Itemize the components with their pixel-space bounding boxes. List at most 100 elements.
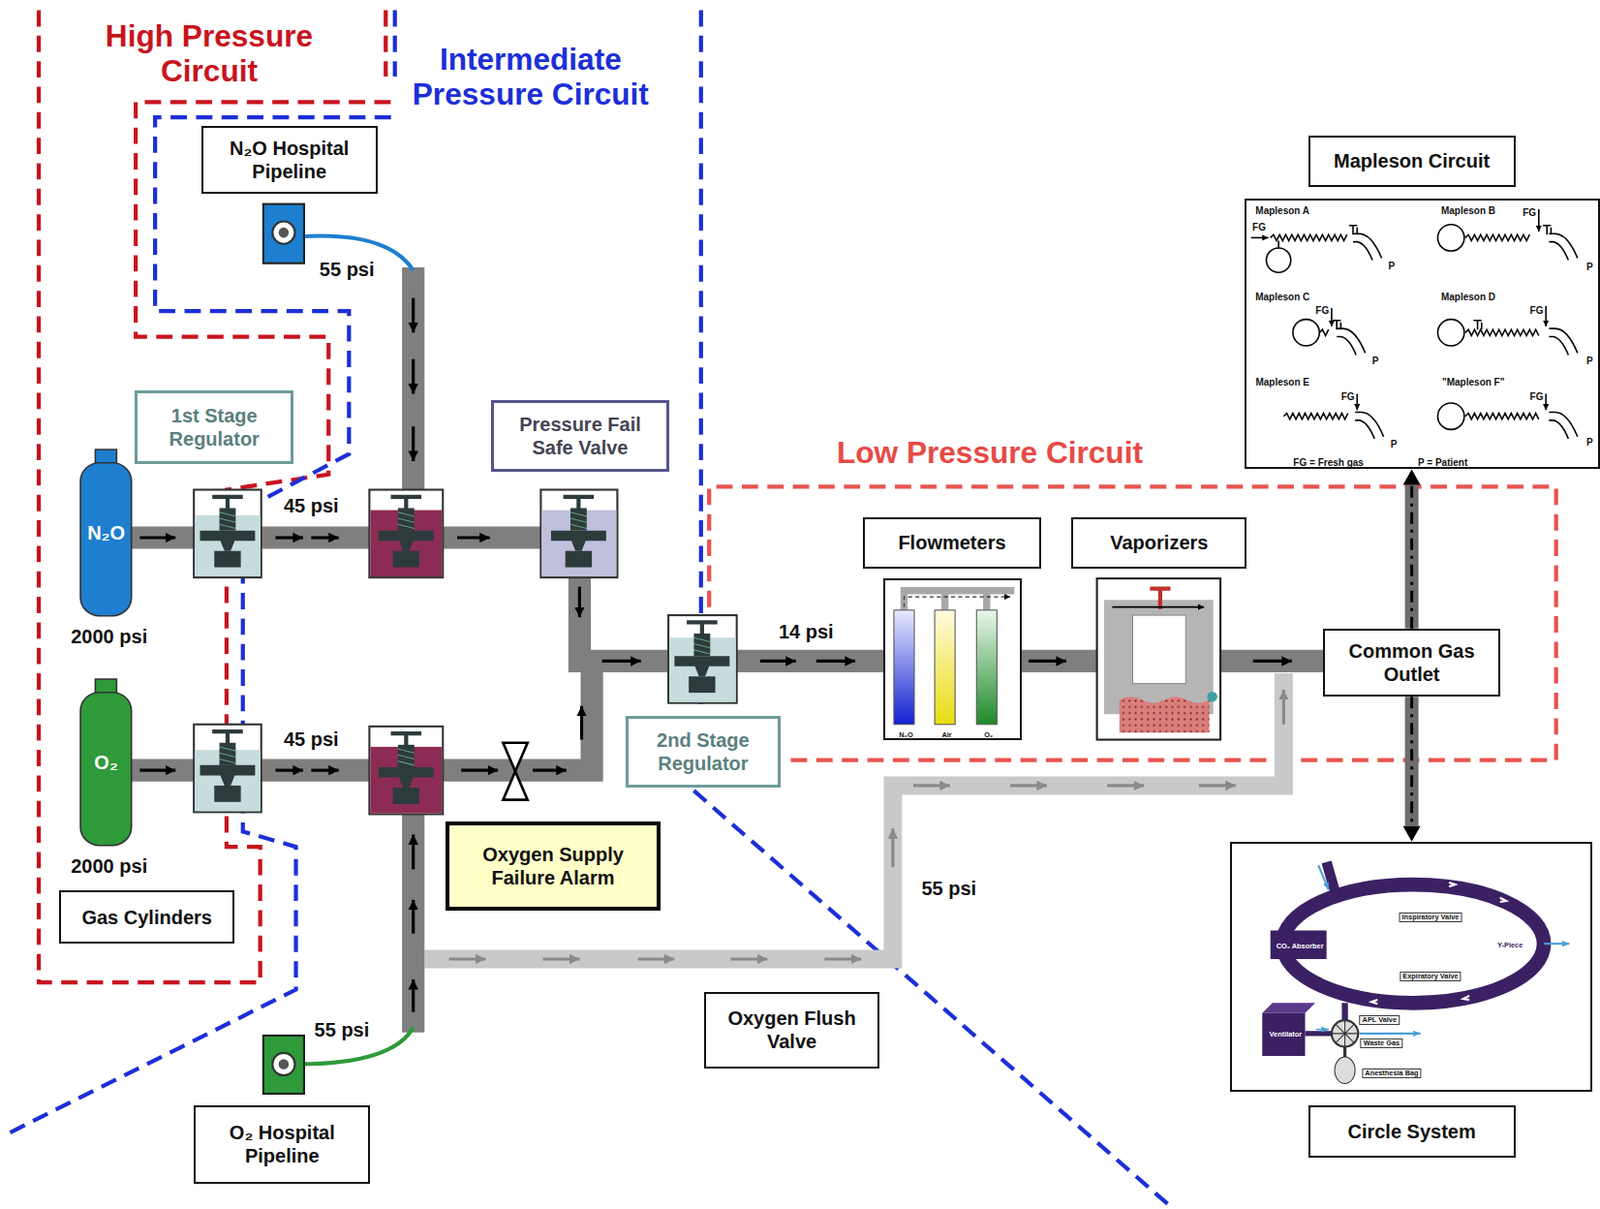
pressure-value: 14 psi [778,620,834,644]
part-label: Inspiratory Valve [1399,912,1463,923]
flow-arrow [532,769,567,772]
region-title: Intermediate Pressure Circuit [407,41,653,113]
mapleson-drawing [1292,319,1320,346]
label-box: Flowmeters [862,517,1041,569]
label-box: Circle System [1308,1105,1516,1159]
flow-arrow [411,833,415,869]
part-label: P = Patient [1417,458,1468,469]
flow-arrow [580,706,584,740]
region-title: High Pressure Circuit [76,17,342,89]
flush-arrow [1010,783,1047,787]
regulator-valve [551,496,607,568]
label-box: Mapleson Circuit [1308,135,1516,187]
mapleson-drawing [1251,209,1578,439]
regulator-valve [200,496,256,568]
gas-pipe [130,267,1327,1033]
illustration-panel: Mapleson AFGPMapleson BFGPMapleson CFGPM… [1244,198,1600,469]
regulator-valve [200,731,256,802]
vaporizer-drawing [1097,578,1221,739]
part-label: Ventilator [1269,1030,1303,1039]
flowmeter-drawing [893,610,915,725]
part-label: P [1372,355,1380,367]
pressure-value: 55 psi [921,878,977,901]
circle-system-drawing [1318,864,1329,890]
flow-arrow [602,659,642,663]
gas-outflow-connector [1403,696,1421,842]
illustration-panel: CO₂ AbsorberInspiratory ValveY-PieceExpi… [1230,841,1593,1092]
node-text: N₂O [87,521,125,545]
flow-arrow [1253,659,1293,663]
part-label: APL Valve [1359,1015,1400,1025]
flow-arrow [411,899,415,934]
part-label: Mapleson A [1255,205,1310,216]
mapleson-drawing [1437,224,1464,251]
flush-arrow [824,956,862,960]
flow-arrow [760,659,797,663]
gas-cylinder: N₂O [79,448,133,617]
part-label: P [1388,260,1396,272]
mapleson-drawing [1319,329,1328,336]
flowmeter-drawing [934,610,955,725]
node-text: Common Gas Outlet [1332,639,1490,686]
gas-outflow-connector [1405,696,1419,827]
gas-pipe [130,267,1327,1033]
gas-outflow-connector [1403,468,1421,628]
pressure-value: 45 psi [283,728,339,751]
part-label: P [1586,355,1594,367]
flow-arrow [411,979,415,1013]
part-label: FG [1341,391,1355,402]
label-box: O₂ Hospital Pipeline [193,1105,370,1184]
part-label: "Mapleson F" [1442,376,1506,388]
mapleson-drawing [1251,237,1269,240]
circle-system-drawing [1343,1046,1347,1058]
mapleson-drawing [1355,394,1358,411]
part-label: CO₂ Absorber [1276,942,1324,951]
mapleson-drawing [1548,328,1578,355]
node-text: O₂ [93,750,118,774]
node-text: Flowmeters [897,530,1006,554]
gas-outflow-connector [1410,484,1414,628]
flush-arrow [1282,689,1286,725]
node-text: Oxygen Supply Failure Alarm [457,842,648,890]
circle-system-drawing [1331,1019,1358,1047]
mapleson-drawing [1465,329,1539,336]
part-label: P [1586,261,1594,273]
pipeline-outlet [263,204,414,1094]
pressure-value: 2000 psi [70,626,148,649]
part-label: Waste Gas [1360,1038,1403,1048]
circle-system-drawing [1270,929,1327,958]
vaporizer-drawing [1119,696,1210,733]
pressure-region-outline [10,10,1557,1209]
part-label: Mapleson B [1441,205,1496,216]
flush-arrow [637,956,675,960]
regulator-valve [369,490,443,579]
flow-arrow [275,769,303,772]
mapleson-drawing [1544,306,1547,327]
gas-cylinder: O₂ [79,677,133,847]
gas-outflow-connector [1410,696,1414,827]
flow-arrow [139,298,1292,1013]
regulator-valve [369,726,443,815]
pipeline-outlet [272,221,295,245]
flush-arrow [891,828,894,867]
flow-arrow [275,535,303,539]
node-text: Mapleson Circuit [1333,149,1490,173]
label-box: Oxygen Supply Failure Alarm [445,821,660,912]
label-box: 1st Stage Regulator [134,390,294,464]
circle-system-drawing [1543,942,1570,945]
flow-arrow [139,769,176,772]
mapleson-drawing [1465,234,1530,241]
mapleson-drawing [1265,247,1291,273]
label-box: Oxygen Flush Valve [704,991,880,1069]
vaporizer-drawing [1119,696,1210,733]
part-label: FG = Fresh gas [1292,458,1364,469]
pressure-region-outline [708,486,1556,760]
node-text: Pressure Fail Safe Valve [501,412,659,460]
part-label: Air [941,731,952,739]
pipeline-outlet [278,227,290,239]
circle-system-drawing [1341,1002,1348,1020]
part-label: O₂ [984,731,993,739]
part-label: N₂O [898,731,913,739]
pressure-region-outline [38,10,394,984]
part-label: FG [1522,207,1537,218]
